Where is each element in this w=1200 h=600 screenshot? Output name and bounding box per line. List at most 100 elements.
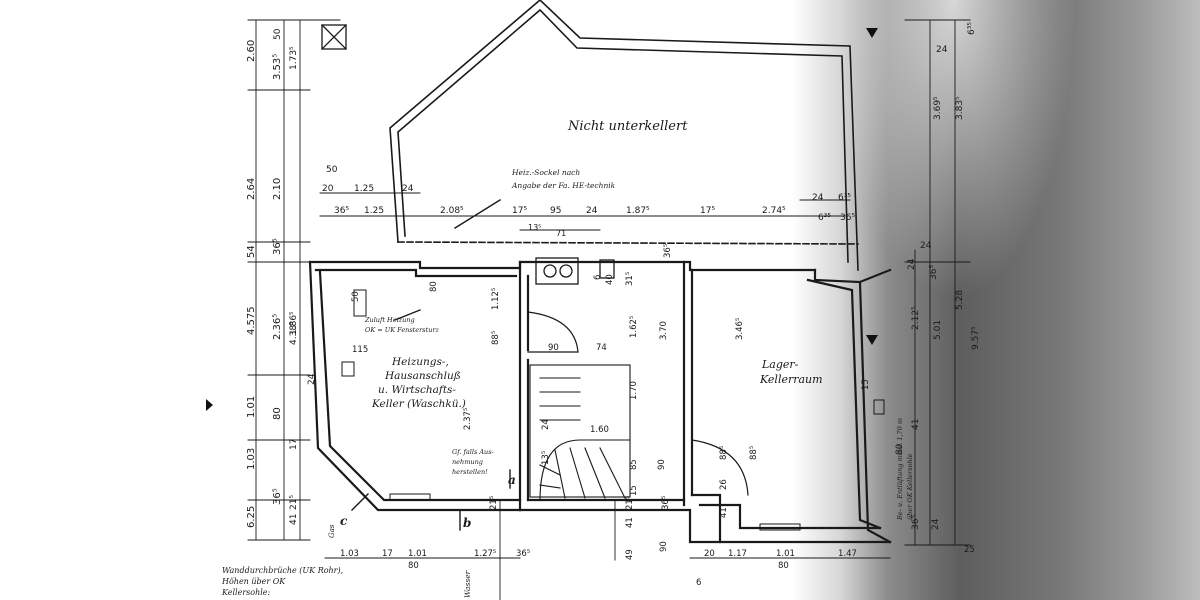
dimension-label: 50 [326,165,338,175]
binding-hole-marker [206,399,213,411]
dimension-lines-right [904,19,971,546]
dimension-label: 1.60 [590,425,609,435]
dimension-label: 3.53⁵ [272,54,283,80]
svg-text:Heizungs-,: Heizungs-, [391,356,449,368]
dimension-label: 15 [861,379,871,390]
dimension-label: 3.70 [659,321,669,340]
dimension-label: 1.25 [364,206,384,216]
dimension-label: 9.57⁵ [971,326,981,350]
dimension-label: 1.73⁵ [289,46,299,70]
dimension-label: 6 [696,578,701,588]
dimension-label: 1.27⁵ [474,549,496,559]
boiler-symbol [535,257,615,285]
note-wasser: Wasser [463,570,472,598]
dimension-label: 17⁵ [512,206,527,216]
dimension-label: 6 [593,275,603,280]
dimension-label: 36⁵ [516,549,530,559]
chimney-symbol [321,24,347,50]
svg-text:Lager-: Lager- [761,358,799,371]
dimension-label: 50 [351,291,361,302]
dimension-label: 36⁵ [334,206,349,216]
dimension-label: 1.03 [246,448,257,470]
dimension-label: 1.03 [340,549,359,559]
dimension-label: 21⁵ [625,496,635,510]
dimension-label: 1.25 [354,184,374,194]
dimension-label: 24 [931,518,941,530]
dimension-label: 36⁵ [661,496,671,510]
dimension-label: 36⁵ [272,238,283,255]
svg-text:Angabe der Fa. HE-technik: Angabe der Fa. HE-technik [511,181,616,190]
dimension-lines-bottom [324,499,891,600]
dimension-label: 24 [541,419,551,430]
note-ausnehmung: Gf. falls Aus- nehmung herstellen! [452,448,494,476]
dimension-label: 20 [704,549,715,559]
note-wanddurchbrueche: Wanddurchbrüche (UK Rohr), Höhen über OK… [221,566,343,597]
svg-text:Wanddurchbrüche (UK Rohr),: Wanddurchbrüche (UK Rohr), [222,566,343,575]
dimension-label: 2.64 [246,178,257,200]
dimension-label: 6³⁵ [967,22,977,35]
dimension-label: 3.46⁵ [735,318,745,340]
svg-text:Kellerraum: Kellerraum [759,373,823,386]
dimension-label: 17 [382,549,393,559]
room-label-heizung: Heizungs-, Hausanschluß u. Wirtschafts- … [371,356,466,410]
svg-text:Höhen über OK: Höhen über OK [221,577,286,586]
dimension-label: 6.25 [246,506,257,528]
level-markers [866,28,878,345]
dimension-label: 1.86⁵ [289,311,299,335]
marker-b: b [463,516,471,530]
dimension-label: 1.01 [408,549,427,559]
dimension-label: 2.36⁵ [272,314,283,340]
window-openings [341,289,885,531]
dimension-label: 1.01 [776,549,795,559]
dimension-label: 36⁵ [272,488,283,505]
dimension-label: 15 [629,485,639,496]
svg-text:u. Wirtschafts-: u. Wirtschafts- [378,384,456,396]
room-label-lager: Lager- Kellerraum [759,358,823,386]
dimension-label: 41 [625,517,635,528]
dimension-label: 1.01 [246,396,257,418]
dimension-label: 90 [657,459,667,470]
dimension-label: 95 [550,206,561,216]
dimension-label: 24 [586,206,598,216]
dimension-lines-left [247,19,341,541]
dimension-label: 1.62⁵ [629,316,639,338]
dimension-label: 3.83⁵ [955,96,965,120]
dimension-label: 24 [920,241,932,251]
dimension-label: 36⁵ [911,515,921,530]
dimension-label: 80 [408,561,419,571]
dimension-label: 49 [625,549,635,560]
dimension-label: 13⁵ [541,451,551,465]
note-belueftung: Be- u. Entlüftung mind. 1,70 m über OK K… [896,418,914,521]
dimension-label: 25 [964,545,975,555]
dimension-label: 80 [895,443,905,455]
dimension-label: 2.37⁵ [463,408,473,430]
svg-text:Zuluft Heizung: Zuluft Heizung [364,316,415,324]
dimension-label: 17⁵ [700,206,715,216]
dimension-label: 80 [272,407,283,420]
dimension-label: 54 [246,245,257,258]
dimension-label: 24 [936,45,948,55]
svg-text:Kellersohle:: Kellersohle: [221,588,271,597]
dimension-label: 2.08⁵ [440,206,464,216]
note-heiz-sockel: Heiz.-Sockel nach Angabe der Fa. HE-tech… [511,168,616,190]
dimension-label: 4.38⁵ [289,321,299,345]
dimension-label: 36⁵ [840,213,855,223]
note-gas: Gas [328,524,336,538]
dimension-label: 1.87⁵ [626,206,650,216]
svg-text:Hausanschluß: Hausanschluß [384,370,461,382]
dimension-label: 115 [352,345,368,355]
dimension-label: 21⁵ [289,495,299,510]
staircase [529,364,631,501]
dimension-label: 1.17 [728,549,747,559]
dimension-label: 41 [719,507,729,518]
section-markers [351,199,511,531]
dimension-label: 26 [719,479,729,490]
dimension-label: 85 [629,459,639,470]
dimension-label: 24 [402,184,414,194]
